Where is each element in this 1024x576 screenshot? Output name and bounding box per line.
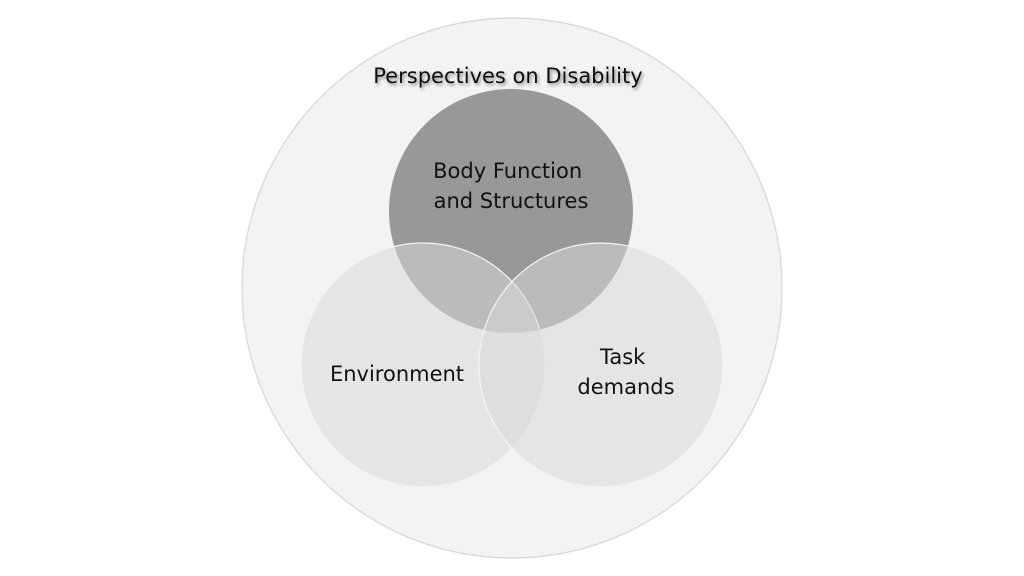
task-demands-circle — [478, 242, 724, 488]
body-function-line-2: and Structures — [434, 189, 589, 213]
task-demands-label: Task demands — [577, 345, 674, 399]
environment-line-1: Environment — [330, 362, 464, 386]
environment-label: Environment — [330, 362, 464, 386]
task-demands-line-1: Task — [599, 345, 646, 369]
diagram-title: Perspectives on Disability — [373, 64, 642, 88]
body-function-label: Body Function and Structures — [433, 159, 589, 213]
body-function-line-1: Body Function — [433, 159, 582, 183]
task-demands-line-2: demands — [577, 375, 674, 399]
